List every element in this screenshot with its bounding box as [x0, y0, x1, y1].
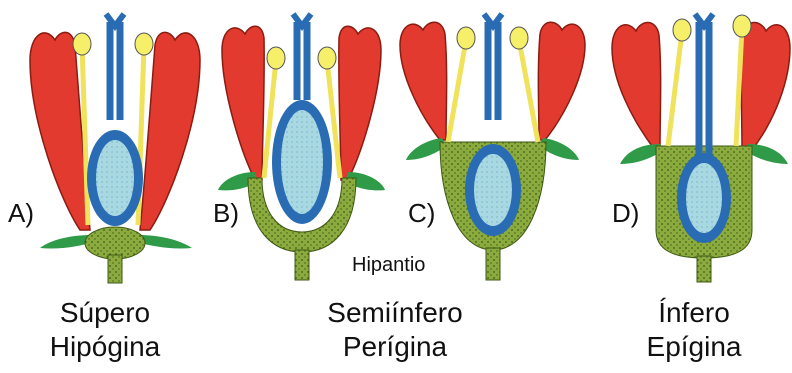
caption-a-title: Súpero	[20, 296, 190, 330]
ovule-cavity	[281, 110, 323, 214]
stamen	[448, 40, 466, 142]
petal	[612, 22, 661, 150]
pistil	[699, 22, 709, 160]
stamen	[519, 40, 538, 142]
caption-d-title: Ínfero	[614, 296, 774, 330]
petal	[339, 26, 381, 180]
label-c: C)	[408, 198, 435, 229]
caption-a: Súpero Hipógina	[20, 296, 190, 364]
ovule-cavity	[686, 163, 722, 233]
label-a: A)	[8, 198, 34, 229]
anther	[510, 27, 528, 49]
stamen	[668, 32, 682, 146]
label-d: D)	[612, 198, 639, 229]
petal	[400, 22, 447, 140]
anther	[135, 33, 153, 55]
petal	[222, 26, 264, 180]
pistil	[110, 22, 120, 120]
caption-a-subtitle: Hipógina	[20, 330, 190, 364]
caption-c-title: Semiínfero	[300, 296, 490, 330]
flower-a	[30, 14, 200, 283]
flower-c	[400, 14, 585, 280]
anther	[318, 47, 336, 69]
flower-b	[218, 14, 385, 280]
flower-diagram	[0, 0, 792, 290]
caption-d: Ínfero Epígina	[614, 296, 774, 364]
pistil	[297, 22, 307, 100]
flower-d	[612, 14, 790, 282]
caption-c: Semiínfero Perígina	[300, 296, 490, 364]
petal	[538, 22, 585, 140]
pedicel	[108, 255, 122, 283]
pistil	[488, 22, 498, 120]
pedicel	[697, 256, 711, 282]
caption-d-subtitle: Epígina	[614, 330, 774, 364]
ovule-cavity	[96, 140, 134, 216]
pedicel	[486, 248, 500, 280]
caption-c-subtitle: Perígina	[300, 330, 490, 364]
anther	[457, 27, 475, 49]
anther	[267, 47, 285, 69]
ovule-cavity	[474, 154, 512, 226]
anther	[73, 33, 91, 55]
hypanthium-label: Hipantio	[352, 254, 425, 277]
label-b: B)	[213, 198, 239, 229]
anther	[733, 15, 751, 37]
petal	[140, 32, 200, 230]
pedicel	[295, 250, 309, 280]
petal	[741, 22, 790, 150]
anther	[673, 19, 691, 41]
receptacle	[85, 227, 145, 259]
